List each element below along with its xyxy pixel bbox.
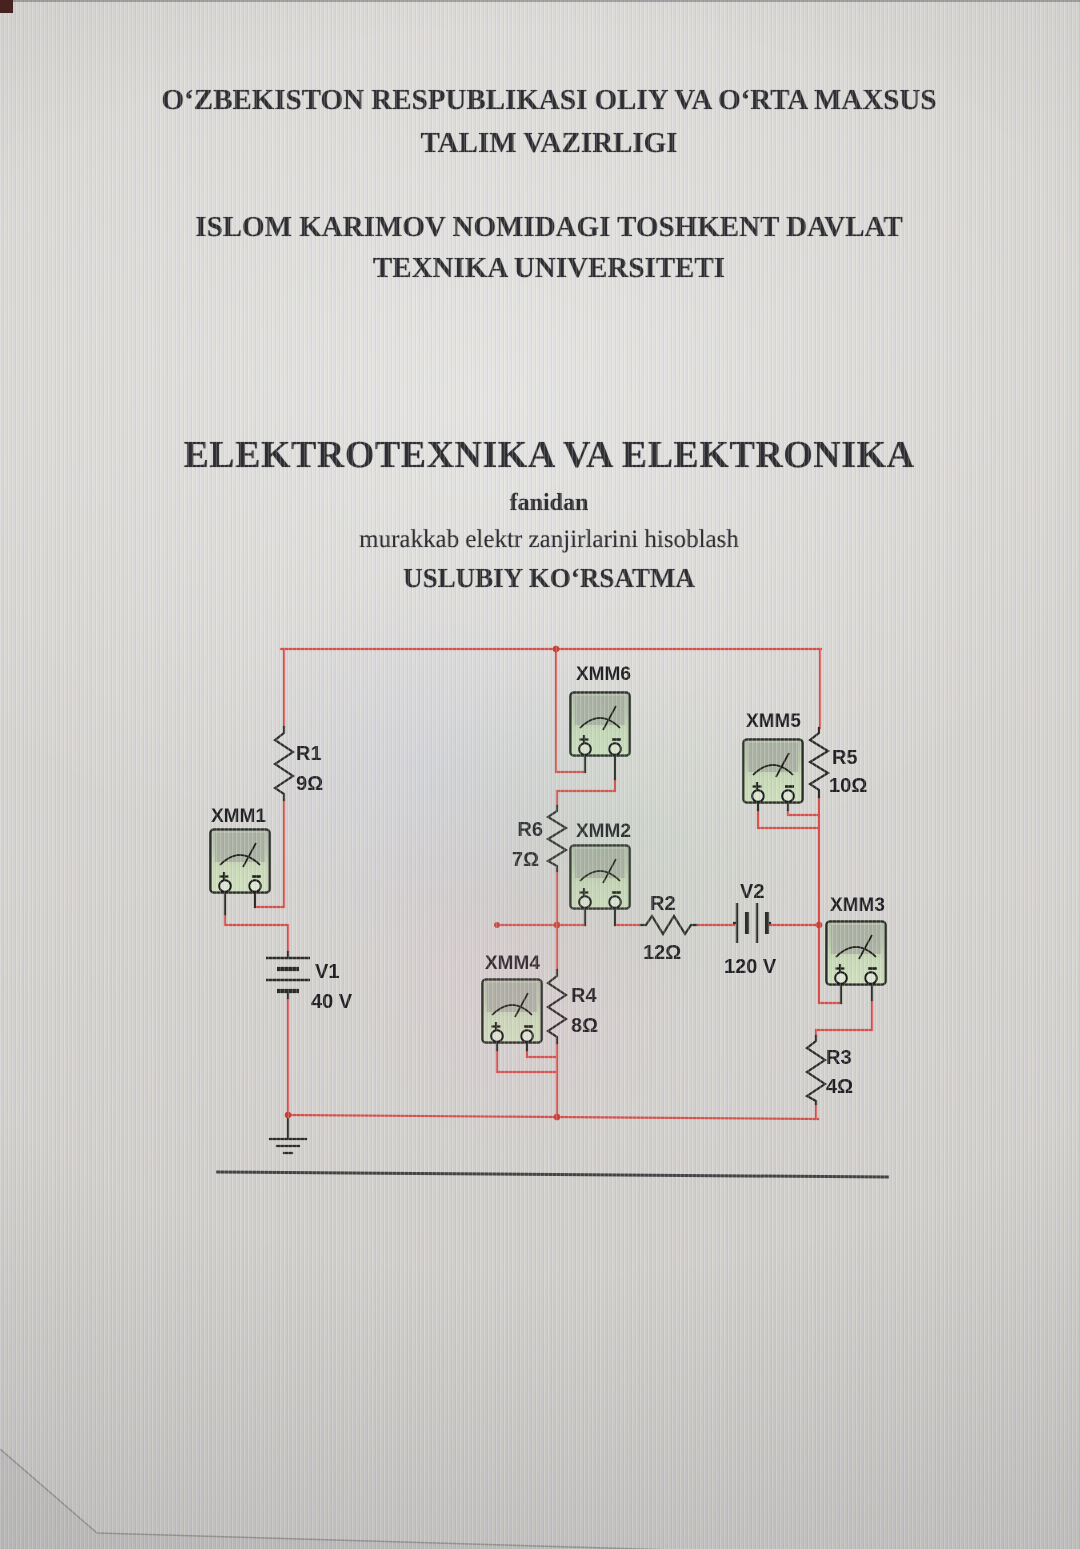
resistor-name: R4 [571, 985, 597, 1007]
resistor-name: R2 [650, 893, 676, 915]
wires [223, 647, 874, 1121]
separator-line [215, 1170, 890, 1179]
multimeter-xmm6: XMM6 [570, 664, 631, 756]
source-name: V1 [315, 961, 339, 983]
ministry-heading-line1: O‘ZBEKISTON RESPUBLIKASI OLIY VA O‘RTA M… [161, 84, 937, 116]
resistor-value: 7Ω [512, 849, 539, 871]
resistor-value: 8Ω [571, 1015, 598, 1037]
university-heading-line1: ISLOM KARIMOV NOMIDAGI TOSHKENT DAVLAT [195, 211, 903, 243]
resistor-name: R5 [832, 747, 858, 769]
multimeter-icon [482, 979, 541, 1042]
multimeter-icon [210, 829, 269, 892]
resistor-value: 12Ω [643, 942, 681, 964]
battery-v1: V1 40 V [266, 950, 353, 1013]
multimeter-icon [743, 739, 802, 802]
multimeter-icon [570, 692, 629, 755]
subtitle-fanidan: fanidan [509, 490, 589, 516]
multimeter-xmm1: XMM1 [210, 806, 269, 893]
resistor-r5: R5 10Ω [807, 726, 867, 799]
multimeter-label: XMM5 [746, 711, 801, 732]
resistor-name: R6 [517, 819, 543, 841]
resistor-r4: R4 8Ω [546, 968, 598, 1045]
university-heading-line2: TEXNIKA UNIVERSITETI [372, 252, 726, 284]
resistor-r2: R2 12Ω [639, 893, 698, 964]
photo-top-edge [0, 0, 1080, 2]
battery-v2: V2 120 V [724, 881, 777, 978]
multimeter-xmm2: XMM2 [570, 821, 631, 909]
ground-symbol [268, 1113, 308, 1155]
source-value: 40 V [311, 991, 353, 1013]
multimeter-xmm3: XMM3 [826, 895, 885, 985]
multimeter-icon [826, 921, 885, 984]
subtitle-method: USLUBIY KO‘RSATMA [403, 563, 695, 593]
resistor-r1: R1 9Ω [273, 725, 323, 802]
source-value: 120 V [724, 956, 777, 978]
resistor-value: 10Ω [829, 775, 867, 797]
resistor-r6: R6 7Ω [512, 804, 569, 873]
resistor-name: R1 [296, 743, 322, 765]
multimeter-label: XMM4 [485, 953, 540, 974]
resistor-r3: R3 4Ω [804, 1034, 853, 1106]
multimeter-xmm5: XMM5 [743, 711, 802, 803]
junction-dots [284, 645, 823, 1121]
multimeter-label: XMM1 [211, 806, 266, 827]
multimeter-label: XMM3 [830, 895, 885, 916]
subtitle-topic: murakkab elektr zanjirlarini hisoblash [359, 526, 739, 553]
ministry-heading-line2: TALIM VAZIRLIGI [420, 127, 678, 159]
multimeter-label: XMM2 [576, 821, 631, 842]
photo-corner-artifact [0, 0, 13, 13]
paper-edge [0, 1448, 665, 1549]
paper-edge-shade [0, 1449, 1080, 1549]
resistor-value: 9Ω [296, 773, 323, 795]
document-title: ELEKTROTEXNIKA VA ELEKTRONIKA [183, 434, 915, 476]
multimeter-label: XMM6 [576, 664, 631, 685]
source-name: V2 [740, 881, 764, 903]
resistor-name: R3 [826, 1047, 852, 1069]
multimeter-icon [570, 845, 629, 908]
multimeter-xmm4: XMM4 [482, 953, 541, 1043]
resistor-value: 4Ω [826, 1076, 853, 1098]
